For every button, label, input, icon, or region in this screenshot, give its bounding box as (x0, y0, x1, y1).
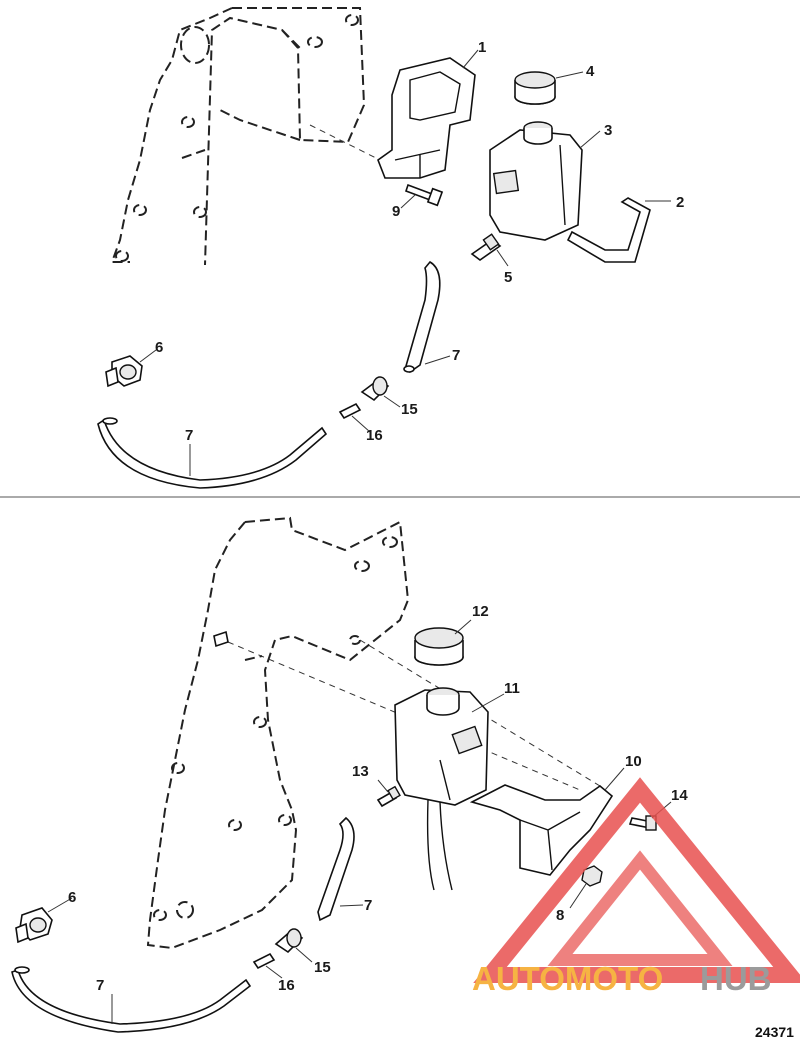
callout-8: 8 (556, 907, 564, 924)
bottom-bracket-hole (153, 909, 167, 921)
fitting-part-15-bottom (274, 928, 304, 954)
callout-15: 15 (401, 401, 418, 418)
bottom-engine-bracket-outline (146, 516, 410, 950)
reservoir-part-3 (489, 121, 583, 241)
bottom-bracket-slot (244, 655, 263, 661)
callout-16: 16 (366, 427, 383, 444)
top-bracket-hole (307, 36, 323, 48)
fitting-part-16-bottom (252, 952, 276, 970)
screw-part-13 (376, 785, 401, 808)
bottom-bracket-hole (253, 716, 267, 728)
callout-16: 16 (278, 977, 295, 994)
callout-2: 2 (676, 194, 684, 211)
top-engine-bracket-flange (219, 29, 301, 141)
tee-part-6-top (105, 355, 143, 388)
callout-4: 4 (586, 63, 595, 80)
bottom-bracket-hole (176, 901, 194, 919)
figure-id: 24371 (755, 1024, 794, 1040)
fitting-part-16-top (338, 402, 362, 420)
callout-9: 9 (392, 203, 400, 220)
callout-7: 7 (185, 427, 193, 444)
cap-part-12 (414, 627, 464, 666)
top-bracket-hole (181, 116, 195, 128)
bottom-bracket-hole (228, 819, 242, 831)
bottom-bracket-hole (278, 814, 292, 826)
watermark-text-automoto: AUTOMOTO (472, 960, 663, 997)
fitting-part-5 (470, 233, 502, 261)
callout-15: 15 (314, 959, 331, 976)
callout-7: 7 (96, 977, 104, 994)
callout-12: 12 (472, 603, 489, 620)
top-bracket-hole (193, 206, 207, 218)
reservoir-part-11 (394, 687, 489, 891)
hose-part-7-upper-bottom (317, 816, 355, 922)
bottom-bracket-hole (171, 762, 185, 774)
bottom-bracket-hole (382, 536, 398, 548)
fitting-part-15-top (360, 376, 390, 402)
top-engine-bracket-outline (110, 7, 366, 266)
callout-7: 7 (452, 347, 460, 364)
callout-13: 13 (352, 763, 369, 780)
hose-part-7-lower (97, 418, 328, 489)
strap-part-2 (566, 197, 651, 263)
bottom-assembly: 6 7 7 8 10 11 12 13 14 15 16 (11, 516, 688, 1033)
tee-part-6-bottom (15, 907, 53, 944)
callout-14: 14 (671, 787, 688, 804)
bolt-part-9 (404, 183, 444, 207)
nut-part-8 (581, 865, 603, 887)
watermark-logo: AUTOMOTO HUB (472, 777, 800, 997)
reservoir-wires (426, 799, 453, 891)
top-bracket-hole (180, 26, 210, 64)
callout-7: 7 (364, 897, 372, 914)
callout-6: 6 (68, 889, 76, 906)
cap-part-4 (514, 71, 556, 105)
bracket-stud (213, 630, 229, 648)
watermark-text-hub: HUB (700, 960, 772, 997)
top-bracket-hole (133, 204, 147, 216)
hose-part-7-upper (405, 260, 441, 374)
watermark-triangle-icon (473, 777, 800, 983)
top-bracket-hole (115, 250, 129, 262)
callout-5: 5 (504, 269, 512, 286)
callout-3: 3 (604, 122, 612, 139)
bottom-bracket-hole (349, 635, 361, 645)
top-alignment-line (309, 124, 381, 161)
callout-11: 11 (504, 680, 520, 697)
top-assembly: 1 2 3 4 5 6 7 7 9 15 16 (97, 7, 684, 489)
callout-1: 1 (478, 39, 486, 56)
bottom-alignment-line (359, 639, 601, 787)
hose-part-7-lower-bottom (11, 968, 252, 1033)
callout-6: 6 (155, 339, 163, 356)
top-bracket-slot (181, 149, 206, 159)
callout-10: 10 (625, 753, 642, 770)
bottom-bracket-hole (354, 560, 370, 572)
top-bracket-hole (345, 14, 359, 26)
